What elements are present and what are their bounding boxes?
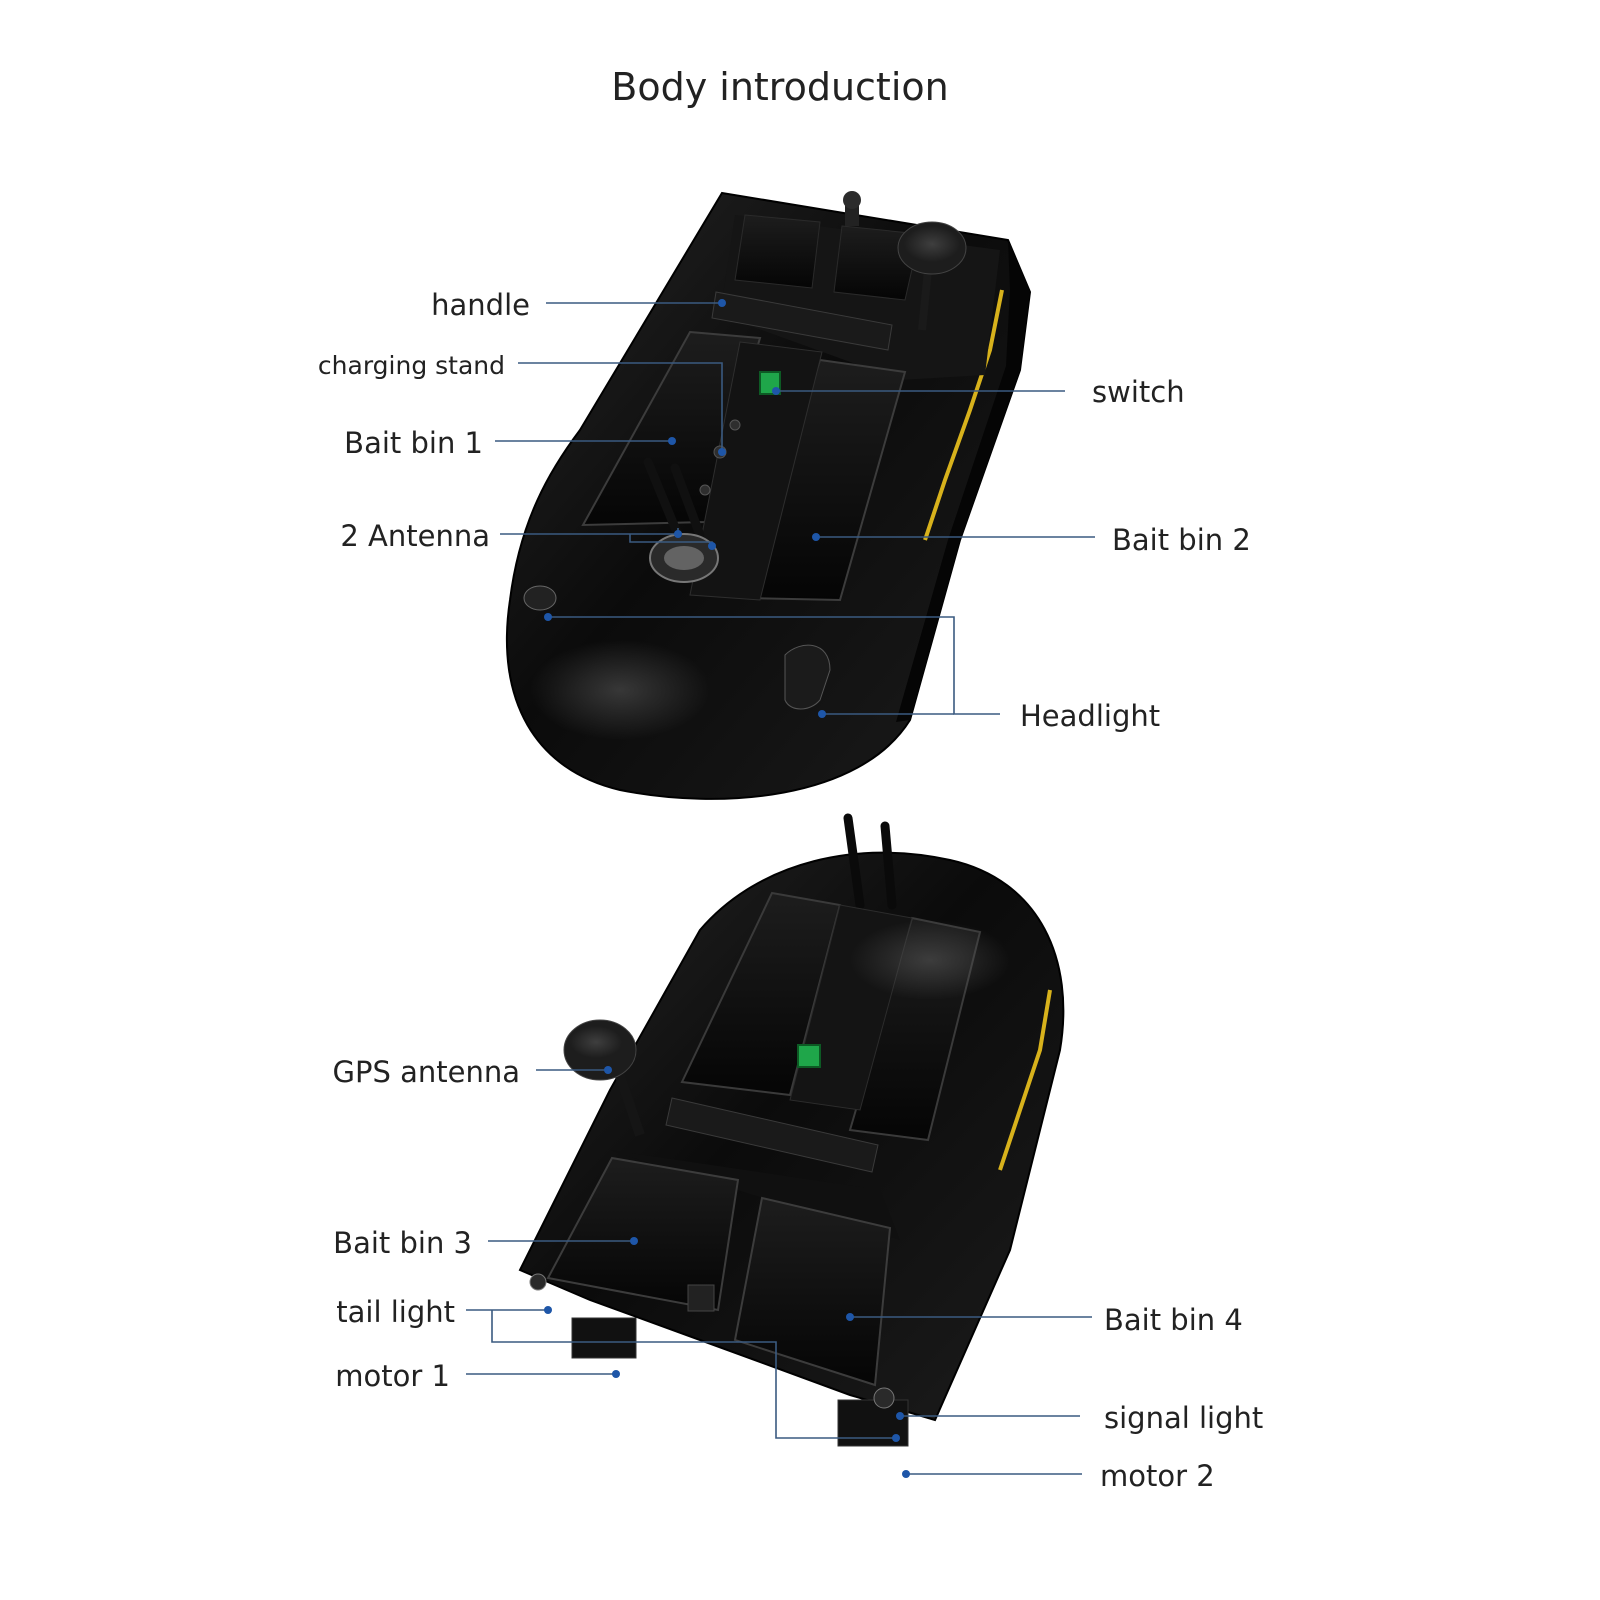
callouts-top: handle charging stand switch Bait bin 1 … (318, 288, 1251, 733)
bait-bin-3-shape (546, 1156, 740, 1312)
label-bait-bin-3: Bait bin 3 (333, 1226, 472, 1260)
hull-stripe (923, 289, 1004, 541)
antenna-rear-right (880, 821, 897, 910)
label-handle: handle (431, 288, 530, 322)
label-switch: switch (1092, 375, 1185, 409)
label-bait-bin-1: Bait bin 1 (344, 426, 483, 460)
antenna-right-shape (670, 463, 705, 540)
antenna-left-shape (643, 457, 683, 540)
bait-bin-4-shape (733, 1196, 892, 1387)
handle-bar (711, 291, 893, 351)
label-motor-1: motor 1 (335, 1359, 450, 1393)
page-title: Body introduction (611, 65, 948, 109)
boat-top-view (505, 191, 1032, 800)
label-bait-bin-4: Bait bin 4 (1104, 1303, 1243, 1337)
label-signal-light: signal light (1104, 1401, 1263, 1435)
label-bait-bin-2: Bait bin 2 (1112, 523, 1251, 557)
motor-1-shape (571, 1317, 637, 1359)
hull-stripe-rear (998, 989, 1052, 1171)
label-headlight: Headlight (1020, 699, 1160, 733)
label-gps-antenna: GPS antenna (333, 1055, 520, 1089)
label-charging-stand: charging stand (318, 351, 505, 380)
label-tail-light: tail light (336, 1295, 455, 1329)
label-motor-2: motor 2 (1100, 1459, 1215, 1493)
label-antenna: 2 Antenna (340, 519, 490, 553)
antenna-rear-left (843, 813, 865, 910)
callouts-rear: GPS antenna Bait bin 3 tail light motor … (333, 1055, 1264, 1493)
switch-rear-shape (797, 1044, 821, 1068)
boat-rear-view (518, 813, 1065, 1447)
